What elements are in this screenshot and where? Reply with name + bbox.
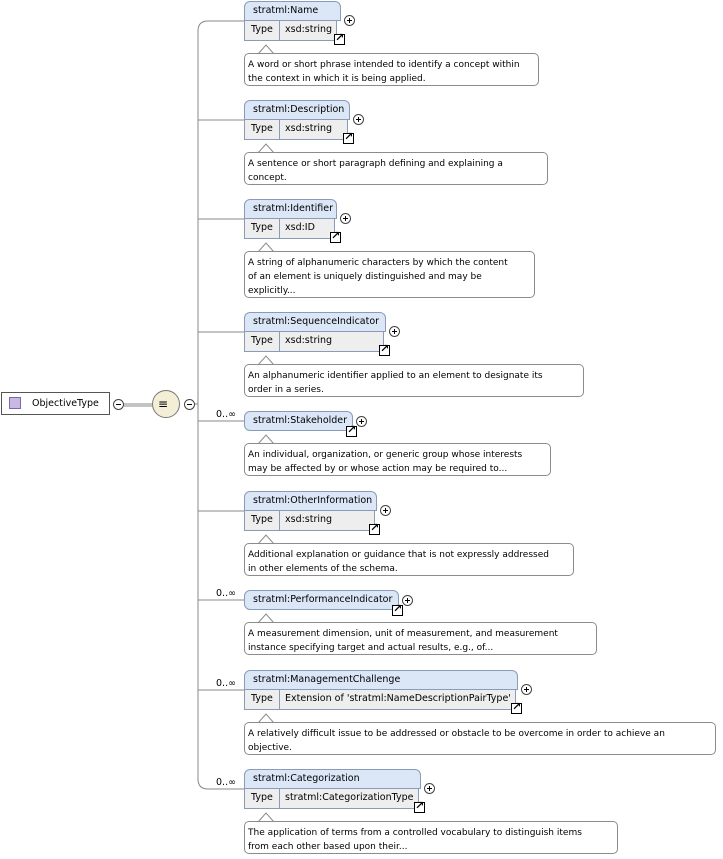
expand-icon[interactable] (389, 326, 400, 337)
documentation-line: explicitly... (248, 286, 296, 296)
documentation-pointer (257, 355, 275, 366)
expand-icon[interactable] (380, 505, 391, 516)
type-key-label: Type (245, 789, 280, 808)
documentation-line: order in a series. (248, 385, 324, 395)
element-type-row: Type xsd:string (244, 21, 337, 41)
documentation-line: The application of terms from a controll… (248, 828, 582, 838)
element-name[interactable]: stratml:SequenceIndicator (244, 312, 386, 332)
element-name[interactable]: stratml:OtherInformation (244, 491, 377, 511)
documentation-line: A measurement dimension, unit of measure… (248, 629, 558, 639)
documentation-pointer (257, 534, 275, 545)
complex-type-icon (9, 397, 21, 409)
element-name[interactable]: stratml:Description (244, 100, 350, 120)
root-type-box[interactable]: ObjectiveType (1, 392, 110, 415)
expand-icon[interactable] (424, 783, 435, 794)
type-link-icon[interactable] (343, 131, 354, 144)
type-link-icon[interactable] (414, 800, 425, 813)
element-type-row: Type Extension of 'stratml:NameDescriptio… (244, 690, 516, 710)
type-key-label: Type (245, 690, 280, 709)
type-value: xsd:string (285, 335, 333, 346)
documentation-pointer (257, 242, 275, 253)
type-value: xsd:ID (285, 222, 315, 233)
type-key-label: Type (245, 21, 280, 40)
documentation-line: objective. (248, 743, 292, 753)
documentation-pointer (257, 613, 275, 624)
documentation-line: may be affected by or whose action may b… (248, 464, 508, 474)
element-name[interactable]: stratml:Stakeholder (244, 411, 353, 431)
type-link-icon[interactable] (392, 603, 403, 616)
expand-icon[interactable] (340, 213, 351, 224)
documentation-box: A word or short phrase intended to ident… (244, 53, 539, 86)
documentation-line: A word or short phrase intended to ident… (248, 60, 520, 70)
element-type-row: Type xsd:string (244, 332, 384, 352)
expand-icon[interactable] (521, 684, 532, 695)
documentation-pointer (257, 812, 275, 823)
type-key-label: Type (245, 120, 280, 139)
element-type-row: Type xsd:string (244, 511, 375, 531)
element-type-row: Type xsd:string (244, 120, 348, 140)
sequence-icon: ≡ (158, 397, 169, 411)
documentation-line: An alphanumeric identifier applied to an… (248, 371, 543, 381)
element-type-row: Type stratml:CategorizationType (244, 789, 419, 809)
expand-icon[interactable] (353, 114, 364, 125)
type-value: xsd:string (285, 514, 333, 525)
documentation-box: A measurement dimension, unit of measure… (244, 622, 597, 655)
occurrence-label: 0..∞ (216, 777, 236, 788)
documentation-box: The application of terms from a controll… (244, 821, 618, 854)
element-name[interactable]: stratml:Categorization (244, 769, 421, 789)
type-link-icon[interactable] (334, 32, 345, 45)
type-value: xsd:string (285, 24, 333, 35)
expand-icon[interactable] (344, 15, 355, 26)
occurrence-label: 0..∞ (216, 588, 236, 599)
documentation-line: the context in which it is being applied… (248, 74, 426, 84)
type-link-icon[interactable] (330, 230, 341, 243)
documentation-box: An alphanumeric identifier applied to an… (244, 364, 584, 397)
type-value: Extension of 'stratml:NameDescriptionPai… (285, 693, 511, 704)
root-collapse-icon[interactable] (113, 399, 124, 410)
documentation-line: concept. (248, 173, 287, 183)
type-link-icon[interactable] (346, 424, 357, 437)
occurrence-label: 0..∞ (216, 678, 236, 689)
type-key-label: Type (245, 511, 280, 530)
sequence-bus-line (197, 20, 209, 790)
documentation-line: A sentence or short paragraph defining a… (248, 159, 503, 169)
documentation-box: A relatively difficult issue to be addre… (244, 722, 716, 755)
element-type-row: Type xsd:ID (244, 219, 335, 239)
type-value: stratml:CategorizationType (285, 792, 414, 803)
documentation-pointer (257, 434, 275, 445)
sequence-collapse-icon[interactable] (184, 399, 195, 410)
expand-icon[interactable] (402, 595, 413, 606)
documentation-line: from each other based upon their... (248, 842, 408, 852)
documentation-box: A sentence or short paragraph defining a… (244, 152, 548, 185)
root-type-label: ObjectiveType (32, 398, 99, 409)
documentation-line: of an element is uniquely distinguished … (248, 272, 482, 282)
documentation-pointer (257, 44, 275, 55)
element-name[interactable]: stratml:ManagementChallenge (244, 670, 518, 690)
occurrence-label: 0..∞ (216, 409, 236, 420)
documentation-box: An individual, organization, or generic … (244, 443, 551, 476)
documentation-box: A string of alphanumeric characters by w… (244, 251, 535, 298)
documentation-pointer (257, 713, 275, 724)
expand-icon[interactable] (356, 416, 367, 427)
type-link-icon[interactable] (369, 522, 380, 535)
type-link-icon[interactable] (511, 701, 522, 714)
element-name[interactable]: stratml:Identifier (244, 199, 337, 219)
element-name[interactable]: stratml:PerformanceIndicator (244, 590, 399, 610)
documentation-line: Additional explanation or guidance that … (248, 550, 549, 560)
documentation-box: Additional explanation or guidance that … (244, 543, 574, 576)
type-key-label: Type (245, 332, 280, 351)
documentation-line: A relatively difficult issue to be addre… (248, 729, 665, 739)
documentation-line: A string of alphanumeric characters by w… (248, 258, 508, 268)
documentation-line: An individual, organization, or generic … (248, 450, 523, 460)
documentation-pointer (257, 143, 275, 154)
documentation-line: instance specifying target and actual re… (248, 643, 494, 653)
type-key-label: Type (245, 219, 280, 238)
documentation-line: in other elements of the schema. (248, 564, 398, 574)
type-value: xsd:string (285, 123, 333, 134)
type-link-icon[interactable] (379, 343, 390, 356)
sequence-compositor[interactable]: ≡ (152, 390, 180, 418)
element-name[interactable]: stratml:Name (244, 1, 341, 21)
